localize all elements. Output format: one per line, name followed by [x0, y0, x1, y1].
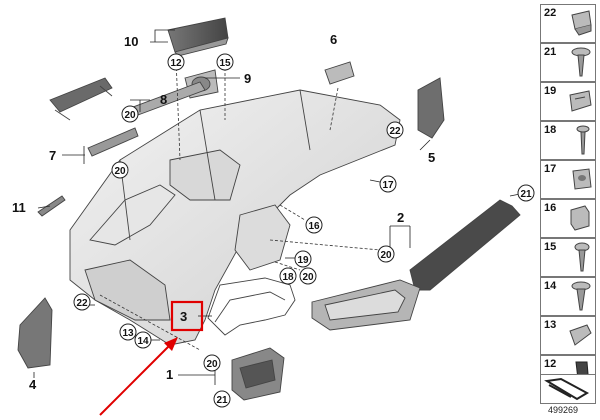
speaker-grille-part: [167, 17, 229, 57]
svg-text:18: 18: [282, 272, 294, 283]
svg-text:22: 22: [389, 126, 401, 137]
circled-callout-19: 19: [294, 250, 312, 268]
svg-text:21: 21: [216, 395, 228, 406]
circled-callout-22: 22: [386, 121, 404, 139]
diagram-number: 499269: [548, 405, 579, 415]
small-part-label: 19: [544, 85, 557, 97]
svg-text:16: 16: [308, 221, 320, 232]
highlight-box: [170, 300, 204, 332]
small-part-label: 18: [544, 124, 557, 136]
small-part-label: 15: [544, 241, 557, 253]
svg-text:20: 20: [302, 272, 314, 283]
svg-text:20: 20: [114, 166, 126, 177]
small-part-label: 21: [544, 46, 557, 58]
seal-strip-cell: [540, 374, 596, 404]
circled-callout-21: 21: [517, 184, 535, 202]
callout-11: 11: [12, 200, 26, 215]
small-part-cell: 22: [540, 4, 596, 43]
callout-10: 10: [124, 34, 138, 49]
svg-text:19: 19: [297, 255, 309, 266]
small-part-label: 16: [544, 202, 557, 214]
screw-icon: [571, 47, 591, 77]
seal-strip-icon: [544, 377, 590, 401]
tweeter-cover-part: [17, 297, 53, 369]
svg-text:20: 20: [380, 250, 392, 261]
small-part-cell: 17: [540, 160, 596, 199]
small-part-label: 12: [544, 358, 557, 370]
circled-callout-12: 12: [167, 53, 185, 71]
circled-callout-22: 22: [73, 293, 91, 311]
screw-icon: [576, 125, 590, 155]
callout-9: 9: [244, 71, 251, 86]
svg-text:17: 17: [382, 180, 394, 191]
small-part-cell: 14: [540, 277, 596, 316]
bracket-part: [37, 195, 66, 217]
small-part-label: 13: [544, 319, 557, 331]
clip-nut-icon: [572, 168, 592, 190]
small-part-cell: 15: [540, 238, 596, 277]
svg-text:14: 14: [137, 336, 149, 347]
plain-callouts: 10 9 8 6 7 5 11 2 1 4: [12, 32, 435, 392]
highlight-part-3: 3: [99, 300, 204, 416]
svg-text:21: 21: [520, 189, 532, 200]
small-part-label: 17: [544, 163, 557, 175]
svg-text:22: 22: [76, 298, 88, 309]
air-vent-part: [231, 347, 285, 401]
small-parts-panel: 22 21 19 18 17 16 15 14 13 12 20: [540, 4, 596, 404]
circled-callout-14: 14: [134, 331, 152, 349]
small-grille-part: [324, 61, 355, 85]
circled-callouts: 12 15 20 20 22 17 16 21 20 19 18 20 22 1…: [73, 53, 535, 408]
cluster-bezel-part: [207, 277, 296, 336]
callout-2: 2: [397, 210, 404, 225]
circled-callout-20: 20: [299, 267, 317, 285]
screw-icon: [571, 281, 591, 311]
arrow-shaft: [99, 344, 171, 416]
callout-5: 5: [428, 150, 435, 165]
small-trim-part: [87, 127, 139, 157]
clip-nut-icon: [571, 10, 592, 36]
circled-callout-21: 21: [213, 390, 231, 408]
svg-text:13: 13: [122, 328, 134, 339]
svg-text:12: 12: [170, 58, 182, 69]
long-trim-part: [311, 199, 521, 331]
arrow-head-icon: [164, 337, 178, 351]
side-trim-part: [417, 77, 445, 139]
svg-text:20: 20: [124, 110, 136, 121]
callout-8: 8: [160, 92, 167, 107]
small-part-cell: 21: [540, 43, 596, 82]
small-part-cell: 19: [540, 82, 596, 121]
callout-3: 3: [180, 309, 187, 324]
circled-callout-16: 16: [305, 216, 323, 234]
circled-callout-20: 20: [111, 161, 129, 179]
small-part-cell: 13: [540, 316, 596, 355]
svg-text:15: 15: [219, 58, 231, 69]
circled-callout-20: 20: [377, 245, 395, 263]
bracket-clip-icon: [570, 205, 590, 231]
callout-1: 1: [166, 367, 173, 382]
circled-callout-17: 17: [379, 175, 397, 193]
circled-callout-20: 20: [121, 105, 139, 123]
small-part-label: 22: [544, 7, 557, 19]
callout-6: 6: [330, 32, 337, 47]
screw-icon: [574, 242, 590, 272]
callout-7: 7: [49, 148, 56, 163]
circled-callout-20: 20: [203, 354, 221, 372]
circled-callout-13: 13: [119, 323, 137, 341]
circled-callout-15: 15: [216, 53, 234, 71]
clip-icon: [569, 324, 592, 346]
small-part-label: 14: [544, 280, 557, 292]
clip-icon: [569, 90, 592, 112]
small-part-cell: 16: [540, 199, 596, 238]
small-part-cell: 18: [540, 121, 596, 160]
circled-callout-18: 18: [279, 267, 297, 285]
trim-frame-part: [49, 77, 206, 121]
svg-text:20: 20: [206, 359, 218, 370]
callout-4: 4: [29, 377, 37, 392]
